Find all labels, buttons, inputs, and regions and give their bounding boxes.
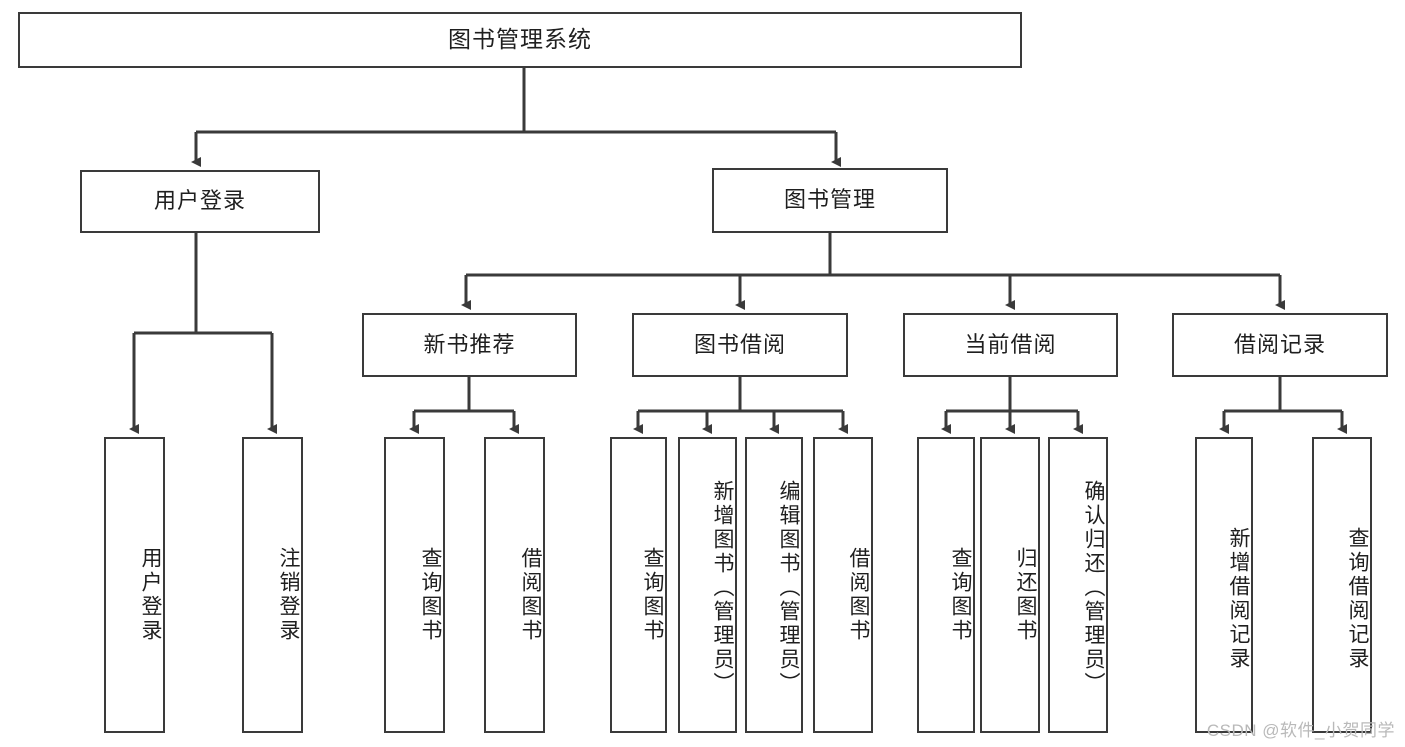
node-current-borrow[interactable]: 当前借阅 bbox=[903, 313, 1118, 377]
node-leaf-borrow-book[interactable]: 借阅图书 bbox=[813, 437, 873, 733]
node-leaf-query-book-current[interactable]: 查询图书 bbox=[917, 437, 975, 733]
node-leaf-return-book[interactable]: 归还图书 bbox=[980, 437, 1040, 733]
node-leaf-confirm-return[interactable]: 确认归还（管理员） bbox=[1048, 437, 1108, 733]
node-borrow-record[interactable]: 借阅记录 bbox=[1172, 313, 1388, 377]
csdn-watermark: CSDN @软件_小贺同学 bbox=[1206, 721, 1395, 740]
node-leaf-query-book-borrow[interactable]: 查询图书 bbox=[610, 437, 667, 733]
node-user-login[interactable]: 用户登录 bbox=[80, 170, 320, 233]
node-book-manage[interactable]: 图书管理 bbox=[712, 168, 948, 233]
node-new-book-recommend[interactable]: 新书推荐 bbox=[362, 313, 577, 377]
node-leaf-edit-book[interactable]: 编辑图书（管理员） bbox=[745, 437, 803, 733]
node-leaf-query-book-recommend[interactable]: 查询图书 bbox=[384, 437, 445, 733]
node-leaf-user-login[interactable]: 用户登录 bbox=[104, 437, 165, 733]
node-leaf-user-logout[interactable]: 注销登录 bbox=[242, 437, 303, 733]
node-leaf-borrow-book-recommend[interactable]: 借阅图书 bbox=[484, 437, 545, 733]
node-leaf-query-record[interactable]: 查询借阅记录 bbox=[1312, 437, 1372, 733]
node-leaf-add-record[interactable]: 新增借阅记录 bbox=[1195, 437, 1253, 733]
node-book-borrow[interactable]: 图书借阅 bbox=[632, 313, 848, 377]
node-leaf-add-book[interactable]: 新增图书（管理员） bbox=[678, 437, 737, 733]
node-root-system[interactable]: 图书管理系统 bbox=[18, 12, 1022, 68]
